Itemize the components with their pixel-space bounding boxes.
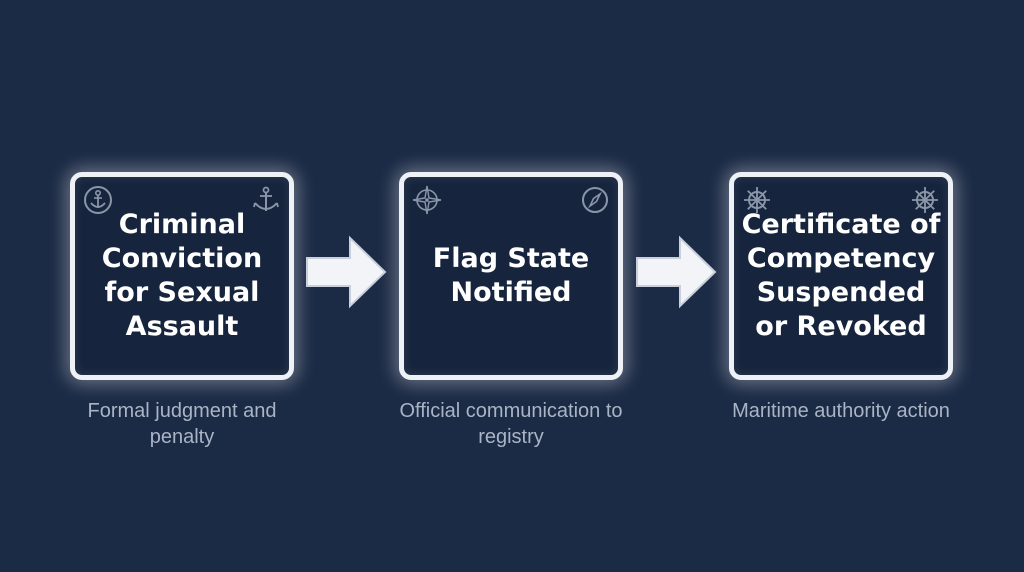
anchor-medallion-icon	[84, 186, 112, 214]
step-caption: Official communication to registry	[399, 400, 623, 448]
step-box: Certificate of Competency Suspended or R…	[729, 172, 953, 380]
ship-wheel-icon	[912, 187, 938, 213]
step-flag-state: Flag State Notified Official communicati…	[399, 172, 623, 450]
step-box: Flag State Notified	[399, 172, 623, 380]
step-caption: Formal judgment and penalty	[87, 400, 277, 448]
step-box: Criminal Conviction for Sexual Assault	[70, 172, 294, 380]
step-conviction: Criminal Conviction for Sexual Assault F…	[70, 172, 294, 450]
right-arrow-icon	[636, 235, 717, 309]
step-title: Flag State Notified	[432, 243, 590, 308]
step-title: Criminal Conviction for Sexual Assault	[101, 209, 263, 342]
compass-icon	[582, 187, 608, 213]
step-caption: Maritime authority action	[732, 400, 950, 422]
right-arrow-icon	[306, 235, 387, 309]
anchor-icon	[253, 186, 279, 211]
step-title: Certificate of Competency Suspended or R…	[741, 209, 941, 342]
step-certificate: Certificate of Competency Suspended or R…	[729, 172, 953, 424]
ship-wheel-icon	[744, 187, 770, 213]
compass-rose-icon	[412, 185, 442, 215]
